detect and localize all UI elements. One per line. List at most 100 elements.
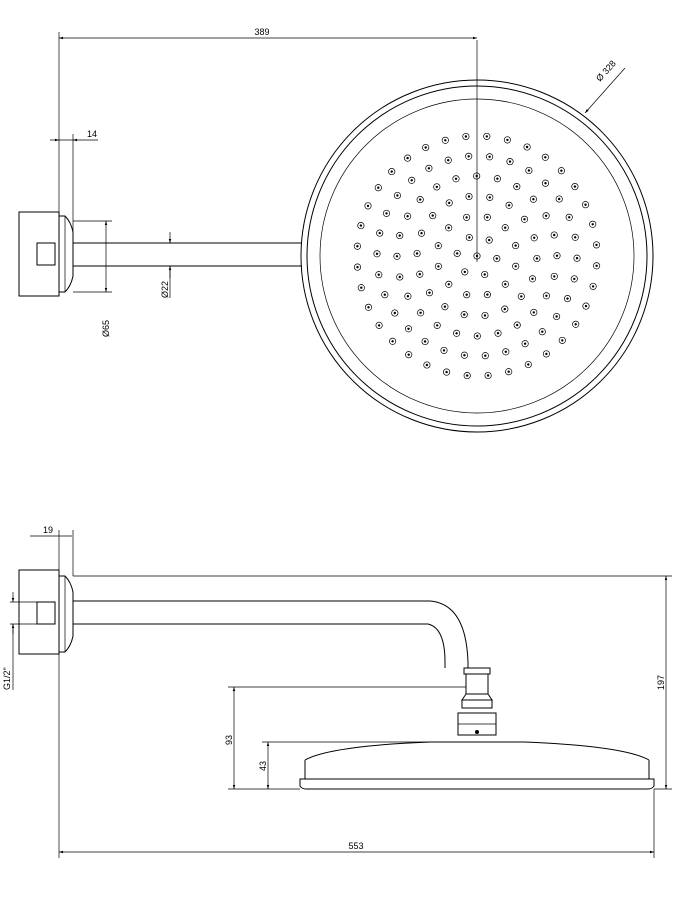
nozzle (444, 156, 452, 164)
nozzle-center (385, 212, 388, 215)
nozzle-center (575, 257, 579, 260)
nozzle (571, 233, 579, 241)
nozzle-center (428, 291, 431, 294)
nozzle-center (525, 145, 529, 149)
nozzle (445, 280, 453, 288)
nozzle-center (568, 216, 571, 219)
nozzle-center (464, 135, 468, 138)
nozzle (501, 305, 509, 313)
nozzle (440, 346, 448, 354)
nozzle-center (515, 185, 518, 188)
dim-thread-label: G1/2" (2, 667, 12, 690)
nozzle-center (377, 186, 380, 189)
nozzle (404, 212, 412, 220)
nozzle (405, 351, 413, 359)
nozzle (571, 183, 579, 191)
nozzle (483, 132, 491, 140)
nozzle (557, 167, 565, 175)
dim-19-label: 19 (43, 525, 53, 535)
nozzle-center (488, 155, 491, 158)
nozzle-center (437, 265, 440, 268)
nozzle (429, 212, 437, 220)
nozzle-center (463, 270, 466, 274)
nozzle (529, 195, 537, 203)
nozzle-center (595, 264, 598, 267)
flange-top (58, 215, 74, 293)
arm-side-lower (73, 623, 446, 668)
nozzle-center (561, 339, 564, 342)
nozzle-center (437, 244, 440, 247)
nozzle (357, 222, 365, 230)
nozzle-center (406, 156, 409, 160)
nozzle (485, 236, 493, 244)
nozzle-center (418, 273, 421, 276)
nozzle-center (366, 204, 370, 208)
nozzle (443, 368, 451, 376)
nozzle-center (533, 236, 536, 239)
wall-socket-top (36, 242, 56, 266)
nozzle (530, 308, 538, 316)
nozzle (434, 262, 442, 270)
nozzle-center (359, 224, 363, 227)
nozzle (408, 176, 416, 184)
nozzle (416, 196, 424, 204)
nozzle (506, 158, 514, 166)
nozzle-center (463, 313, 466, 316)
nozzle-center (356, 245, 359, 248)
nozzle-center (488, 196, 491, 199)
nozzle (413, 249, 421, 258)
nozzle-center (398, 275, 401, 279)
nozzle (463, 213, 471, 221)
nozzle (393, 191, 401, 200)
nozzle (484, 371, 492, 380)
nozzle (541, 153, 549, 161)
nozzle-center (544, 182, 547, 185)
nozzle (391, 309, 399, 317)
nozzle-center (584, 304, 588, 308)
nozzle-center (573, 277, 576, 281)
nozzle-center (445, 370, 448, 374)
nozzle (589, 282, 597, 290)
nozzle-center (356, 265, 359, 269)
nozzle (592, 241, 601, 249)
nozzle (493, 175, 501, 183)
nozzle (523, 143, 531, 151)
nozzle (375, 271, 383, 279)
nozzle-center (573, 185, 577, 188)
nozzle (521, 340, 529, 348)
nozzle (501, 224, 509, 232)
nozzle (417, 229, 426, 237)
nozzle (517, 292, 525, 300)
nozzle-center (532, 198, 535, 201)
head-top-curve (304, 741, 650, 761)
nozzle (460, 351, 468, 359)
nozzle (573, 254, 581, 262)
nozzle-center (420, 232, 423, 235)
nozzle-center (553, 275, 556, 278)
dim-65-label: Ø65 (101, 320, 111, 337)
nozzle-center (456, 252, 459, 255)
wall-block-top (18, 211, 60, 297)
nozzle-center (442, 349, 446, 352)
arm-side-upper (73, 600, 469, 668)
nozzle (422, 143, 430, 152)
dim-22-label: Ø22 (160, 281, 170, 298)
nozzle (375, 321, 383, 329)
nozzle (433, 183, 441, 191)
nozzle (541, 179, 550, 187)
ball-joint (465, 673, 489, 695)
nozzle-center (484, 354, 487, 357)
nozzle (461, 268, 469, 276)
nozzle (486, 193, 494, 201)
nozzle (453, 249, 461, 257)
nozzle (505, 201, 513, 209)
nozzle (364, 303, 373, 311)
nozzle-center (448, 201, 451, 205)
nozzle (452, 175, 460, 183)
nozzle-center (443, 305, 447, 308)
nozzle-center (395, 255, 399, 258)
nozzle-center (375, 252, 379, 255)
nozzle (441, 303, 449, 311)
nozzle-center (486, 216, 489, 219)
nozzle (494, 329, 502, 337)
